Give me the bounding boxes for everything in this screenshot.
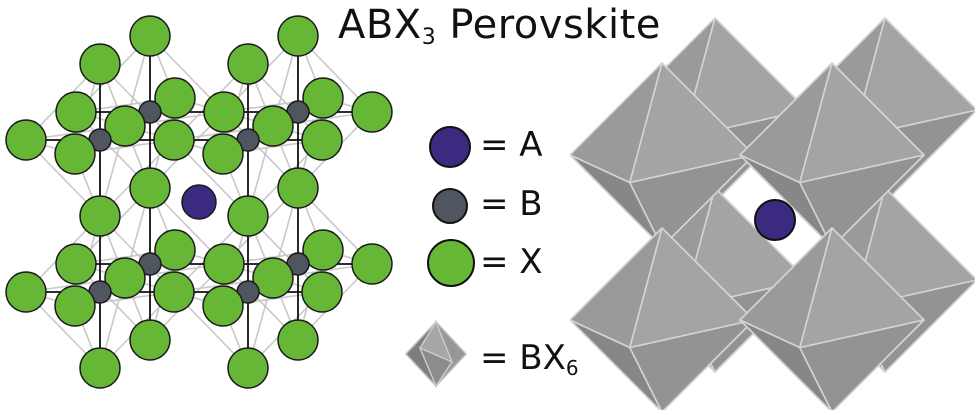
x-atom <box>153 119 195 161</box>
x-atom <box>129 319 171 361</box>
x-atom <box>351 91 393 133</box>
legend-label-bx6: = BX6 <box>480 338 579 380</box>
legend-symbol-b <box>432 188 468 224</box>
x-atom <box>227 347 269 389</box>
legend-symbol-a <box>429 126 471 168</box>
x-atom <box>154 77 196 119</box>
x-atom <box>154 229 196 271</box>
octahedron-front-bottom-right <box>739 227 925 410</box>
x-atom <box>79 195 121 237</box>
x-atom <box>277 319 319 361</box>
title-formula: ABX <box>338 2 422 48</box>
x-atom <box>5 119 47 161</box>
a-atom <box>181 184 217 220</box>
x-atom <box>202 285 244 327</box>
legend-label-b: = B <box>480 184 543 224</box>
x-atom <box>302 229 344 271</box>
x-atom <box>54 133 96 175</box>
x-atom <box>227 43 269 85</box>
figure-title: ABX3 Perovskite <box>338 2 661 50</box>
octahedron-front-bottom-left <box>570 227 755 410</box>
x-atom <box>55 243 97 285</box>
x-atom <box>252 257 294 299</box>
x-atom <box>301 119 343 161</box>
polyhedral-structure <box>570 17 975 410</box>
a-atom-polyhedral <box>754 199 796 241</box>
octahedron-face <box>628 319 755 410</box>
x-atom <box>277 15 319 57</box>
title-suffix: Perovskite <box>436 2 661 48</box>
x-atom <box>203 91 245 133</box>
legend-label-a: = A <box>480 125 543 165</box>
x-atom <box>252 105 294 147</box>
octahedron-front-top-right <box>739 62 925 248</box>
ball-and-stick-structure <box>5 15 393 389</box>
x-atom <box>153 271 195 313</box>
x-atom <box>54 285 96 327</box>
x-atom <box>227 195 269 237</box>
legend-label-x: = X <box>480 242 543 282</box>
x-atom <box>351 243 393 285</box>
x-atom <box>104 105 146 147</box>
x-atom <box>203 243 245 285</box>
x-atom <box>129 167 171 209</box>
x-atom <box>202 133 244 175</box>
x-atom <box>104 257 146 299</box>
x-atom <box>129 15 171 57</box>
x-atom <box>79 347 121 389</box>
x-atom <box>55 91 97 133</box>
title-subscript: 3 <box>421 25 437 50</box>
x-atom <box>277 167 319 209</box>
legend-symbol-x <box>427 239 475 287</box>
x-atom <box>5 271 47 313</box>
octahedron-face <box>799 319 925 410</box>
x-atom <box>302 77 344 119</box>
octahedron-face <box>628 154 755 248</box>
x-atom <box>301 271 343 313</box>
x-atom <box>79 43 121 85</box>
octahedron-face <box>799 154 925 248</box>
legend-symbol-octahedron-icon <box>404 320 468 388</box>
